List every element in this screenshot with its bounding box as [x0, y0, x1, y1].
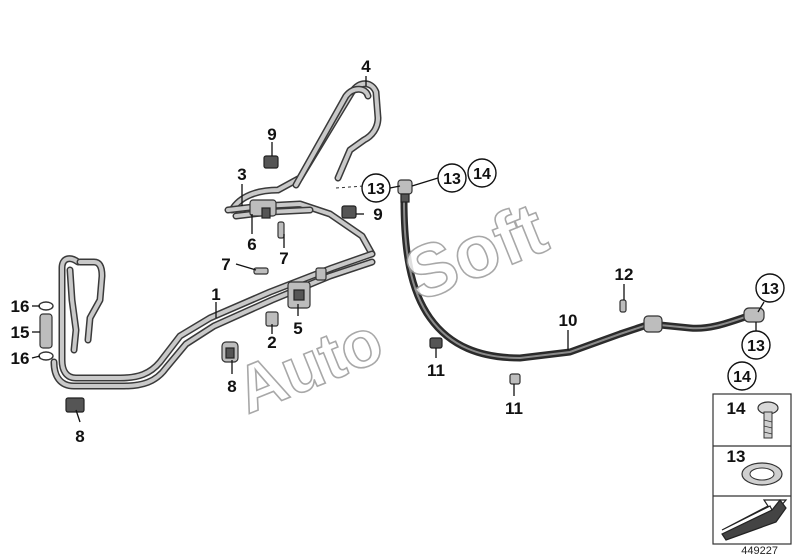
- label-7-lower: 7: [221, 255, 230, 274]
- callout-14-right: 14: [727, 361, 757, 391]
- svg-text:14: 14: [473, 166, 491, 183]
- label-6: 6: [247, 235, 256, 254]
- screw-7-upper: [277, 221, 285, 239]
- label-2: 2: [267, 333, 276, 352]
- distributor-5: [287, 267, 327, 309]
- banjo-bolt-part: [397, 179, 413, 203]
- label-4: 4: [361, 57, 371, 76]
- oring-16-upper: [38, 301, 54, 311]
- screw-7-lower: [253, 267, 269, 275]
- hose-10: [400, 196, 752, 362]
- callout-13-left: 13: [361, 173, 391, 203]
- holder-8-left: [65, 397, 85, 413]
- label-9-upper: 9: [267, 125, 276, 144]
- watermark-soft: Soft: [393, 186, 557, 317]
- watermark-auto: Auto: [225, 302, 392, 427]
- legend-panel: 14 13: [712, 393, 792, 545]
- hose-end-fitting: [743, 307, 765, 323]
- sealing-ring-icon: [741, 462, 783, 486]
- clip-9-upper: [263, 155, 279, 169]
- label-16-upper: 16: [11, 297, 30, 316]
- legend-number-13: 13: [727, 447, 746, 466]
- svg-text:13: 13: [367, 181, 385, 198]
- svg-text:13: 13: [747, 338, 765, 355]
- label-9-lower: 9: [373, 205, 382, 224]
- label-7-upper: 7: [279, 249, 288, 268]
- sleeve-15: [39, 313, 53, 349]
- reference-number: 449227: [741, 545, 778, 557]
- leader-lines: [31, 76, 765, 423]
- pipe-4: [228, 80, 382, 214]
- label-11-upper: 11: [427, 361, 445, 380]
- holder-8-middle: [221, 341, 239, 363]
- callout-13-top: 13: [437, 163, 467, 193]
- label-12: 12: [615, 265, 634, 284]
- callout-14-top: 14: [467, 158, 497, 188]
- label-15: 15: [11, 323, 30, 342]
- legend-row-14: 14: [727, 399, 779, 439]
- banjo-bolt-icon: [757, 401, 779, 439]
- callout-13-right-lower: 13: [741, 330, 771, 360]
- svg-text:14: 14: [733, 369, 751, 386]
- label-3: 3: [237, 165, 246, 184]
- clip-11-upper: [429, 337, 443, 349]
- label-1: 1: [211, 285, 220, 304]
- svg-text:13: 13: [443, 171, 461, 188]
- label-16-lower: 16: [11, 349, 30, 368]
- legend-row-13: 13: [727, 447, 783, 486]
- svg-text:13: 13: [761, 281, 779, 298]
- connector-upper-left: [249, 199, 277, 219]
- arrow-icon: [721, 499, 788, 541]
- screw-12: [619, 299, 627, 313]
- label-10: 10: [559, 311, 578, 330]
- label-5: 5: [293, 319, 302, 338]
- clip-9-lower: [341, 205, 357, 219]
- legend-number-14: 14: [727, 399, 746, 418]
- nut-2: [265, 311, 279, 327]
- label-11-lower: 11: [505, 399, 523, 418]
- label-8-left: 8: [75, 427, 84, 446]
- pipe-1: [50, 250, 376, 390]
- oring-16-lower: [38, 351, 54, 361]
- callout-13-right-upper: 13: [755, 273, 785, 303]
- hose-fitting: [643, 315, 663, 333]
- label-8-middle: 8: [227, 377, 236, 396]
- clip-11-lower: [509, 373, 521, 385]
